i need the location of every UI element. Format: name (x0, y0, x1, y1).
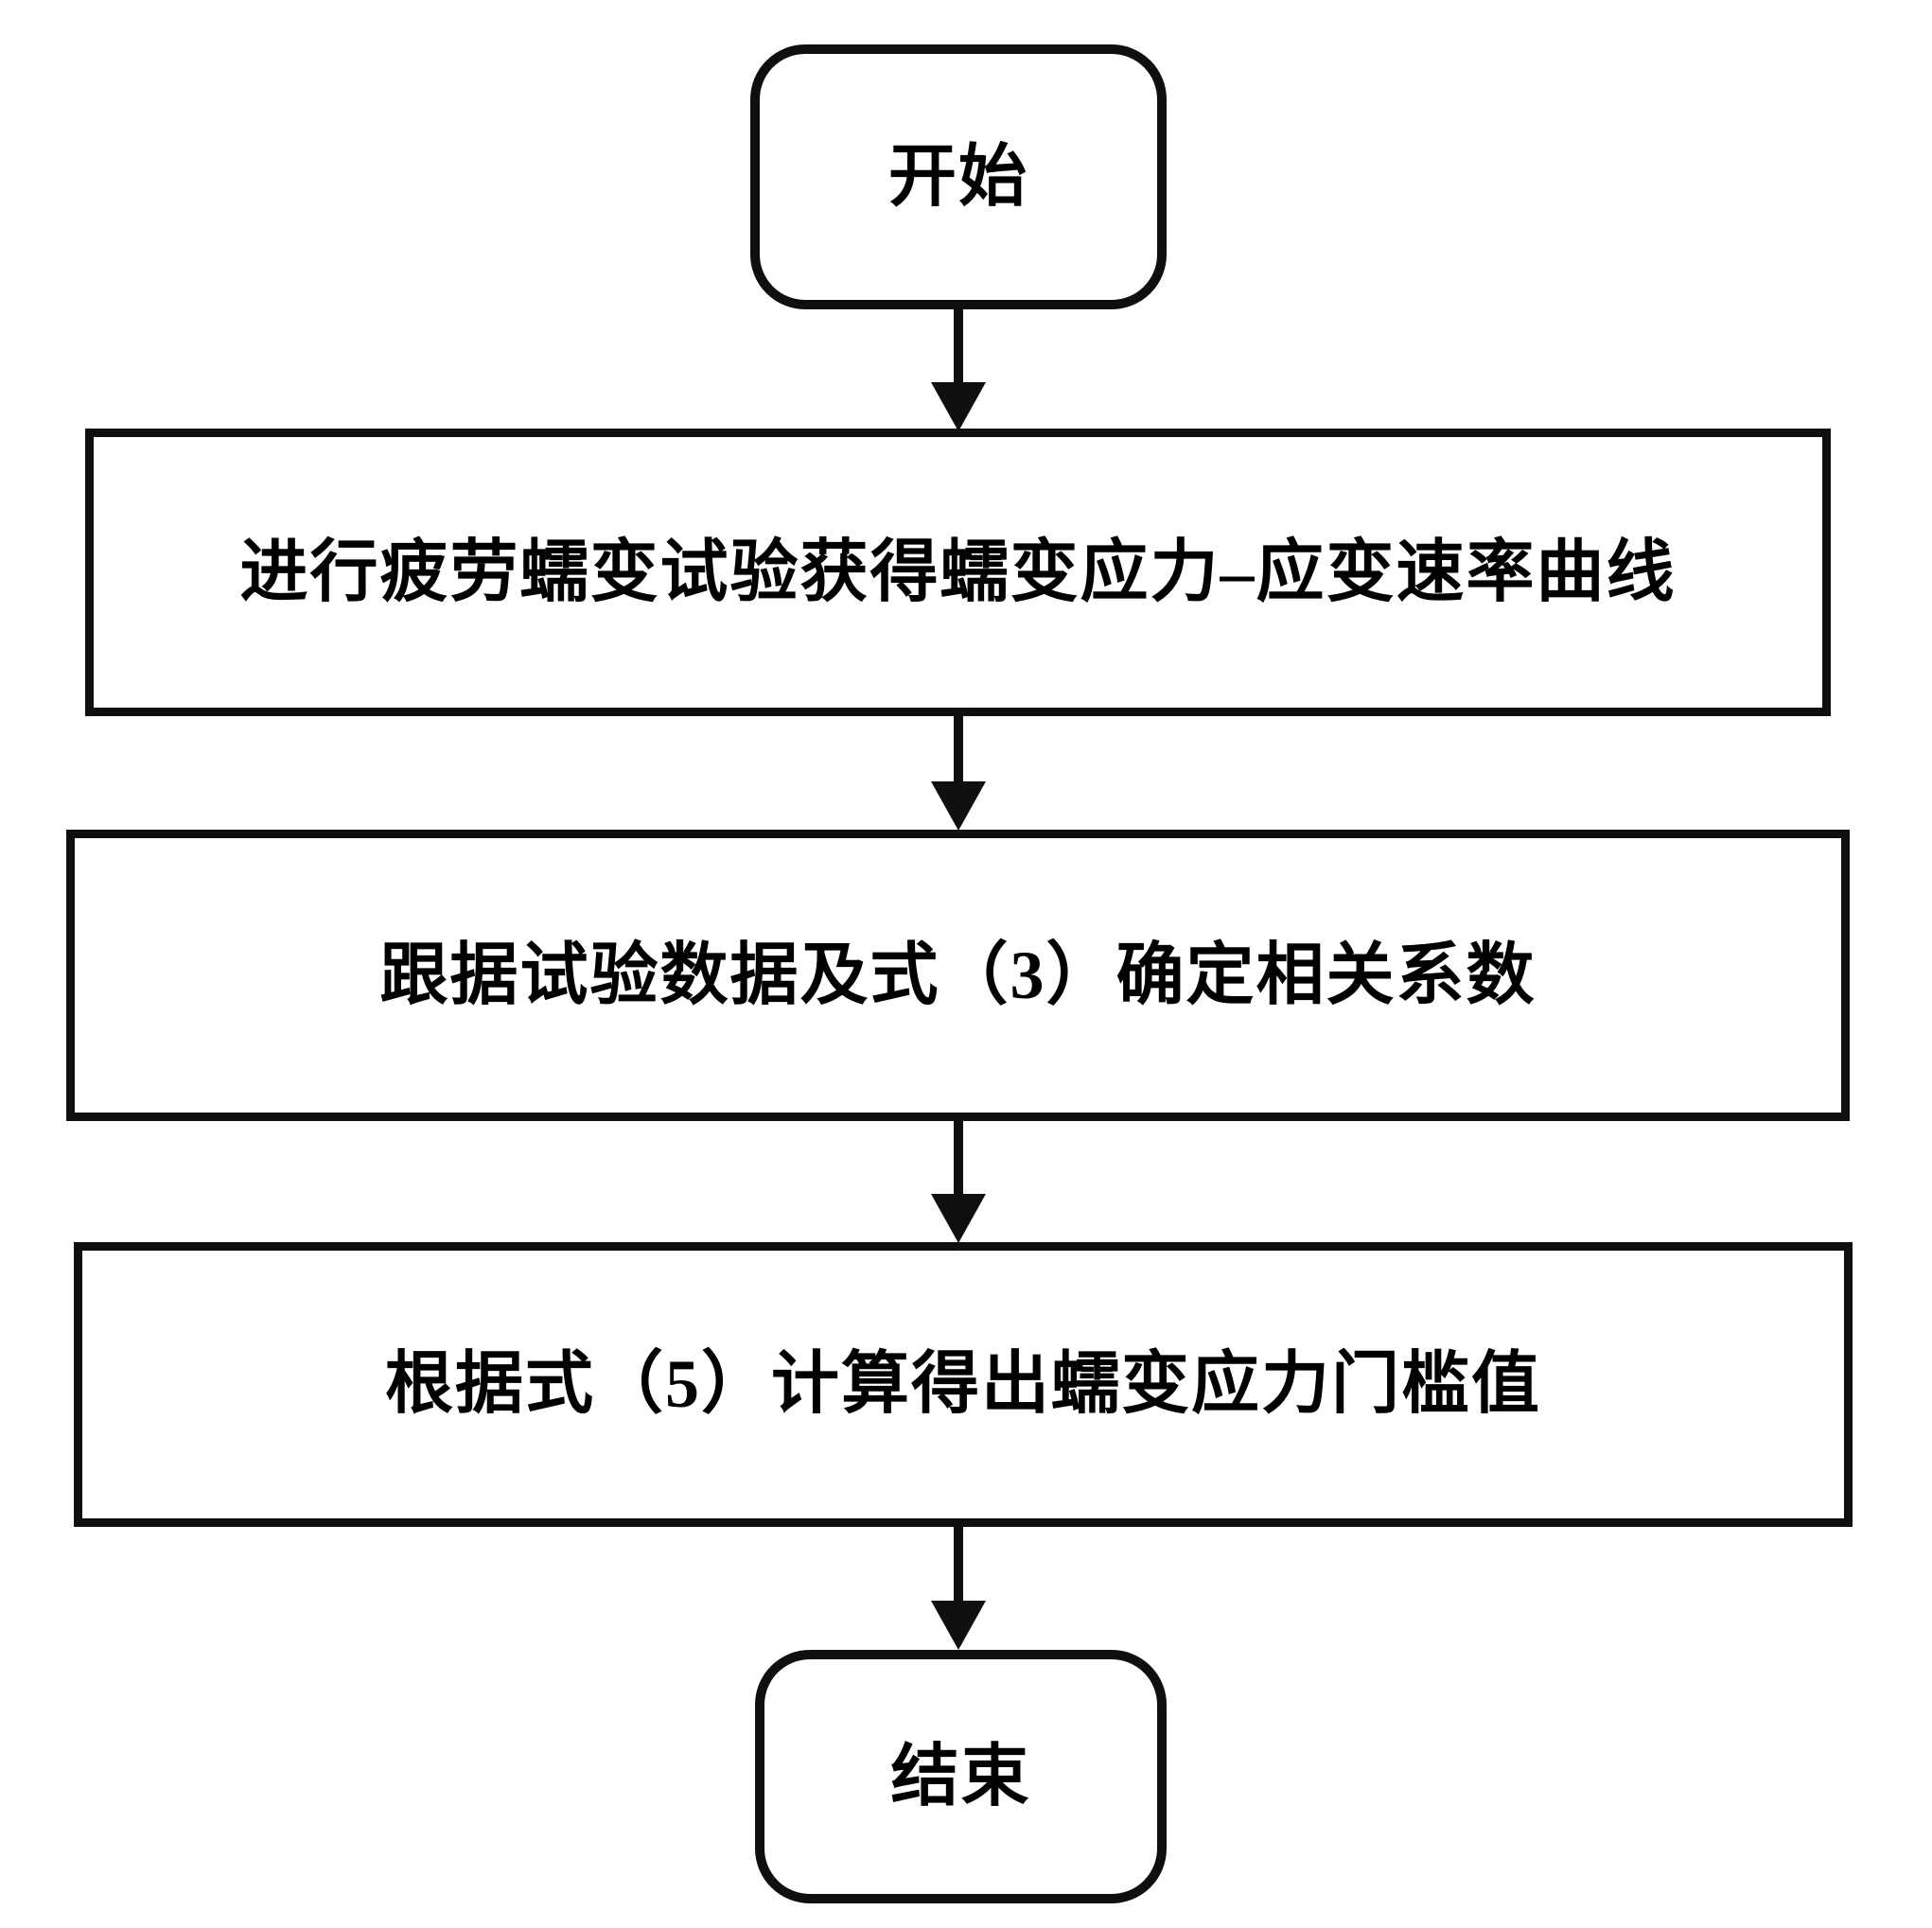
arrow-step1-step2-head (931, 781, 986, 831)
arrow-start-step1-stem (954, 305, 963, 384)
flowchart-node-step1: 进行疲劳蠕变试验获得蠕变应力–应变速率曲线 (85, 429, 1831, 716)
node-step3-label: 根据式（5）计算得出蠕变应力门槛值 (384, 1346, 1541, 1423)
arrow-step2-step3-head (931, 1194, 986, 1243)
arrow-step1-step2-stem (954, 712, 963, 783)
node-start-label: 开始 (887, 138, 1028, 215)
flowchart-node-end: 结束 (755, 1650, 1167, 1903)
arrow-start-step1-head (931, 382, 986, 431)
node-end-label: 结束 (890, 1738, 1031, 1814)
arrow-step3-end-head (931, 1601, 986, 1650)
flowchart-node-step2: 跟据试验数据及式（3）确定相关系数 (66, 830, 1850, 1121)
arrow-step2-step3-stem (954, 1117, 963, 1194)
node-step2-label: 跟据试验数据及式（3）确定相关系数 (379, 937, 1537, 1013)
node-step1-label: 进行疲劳蠕变试验获得蠕变应力–应变速率曲线 (239, 534, 1677, 610)
arrow-step3-end-stem (954, 1523, 963, 1601)
flowchart-node-step3: 根据式（5）计算得出蠕变应力门槛值 (74, 1242, 1853, 1527)
flowchart-node-start: 开始 (750, 44, 1167, 309)
